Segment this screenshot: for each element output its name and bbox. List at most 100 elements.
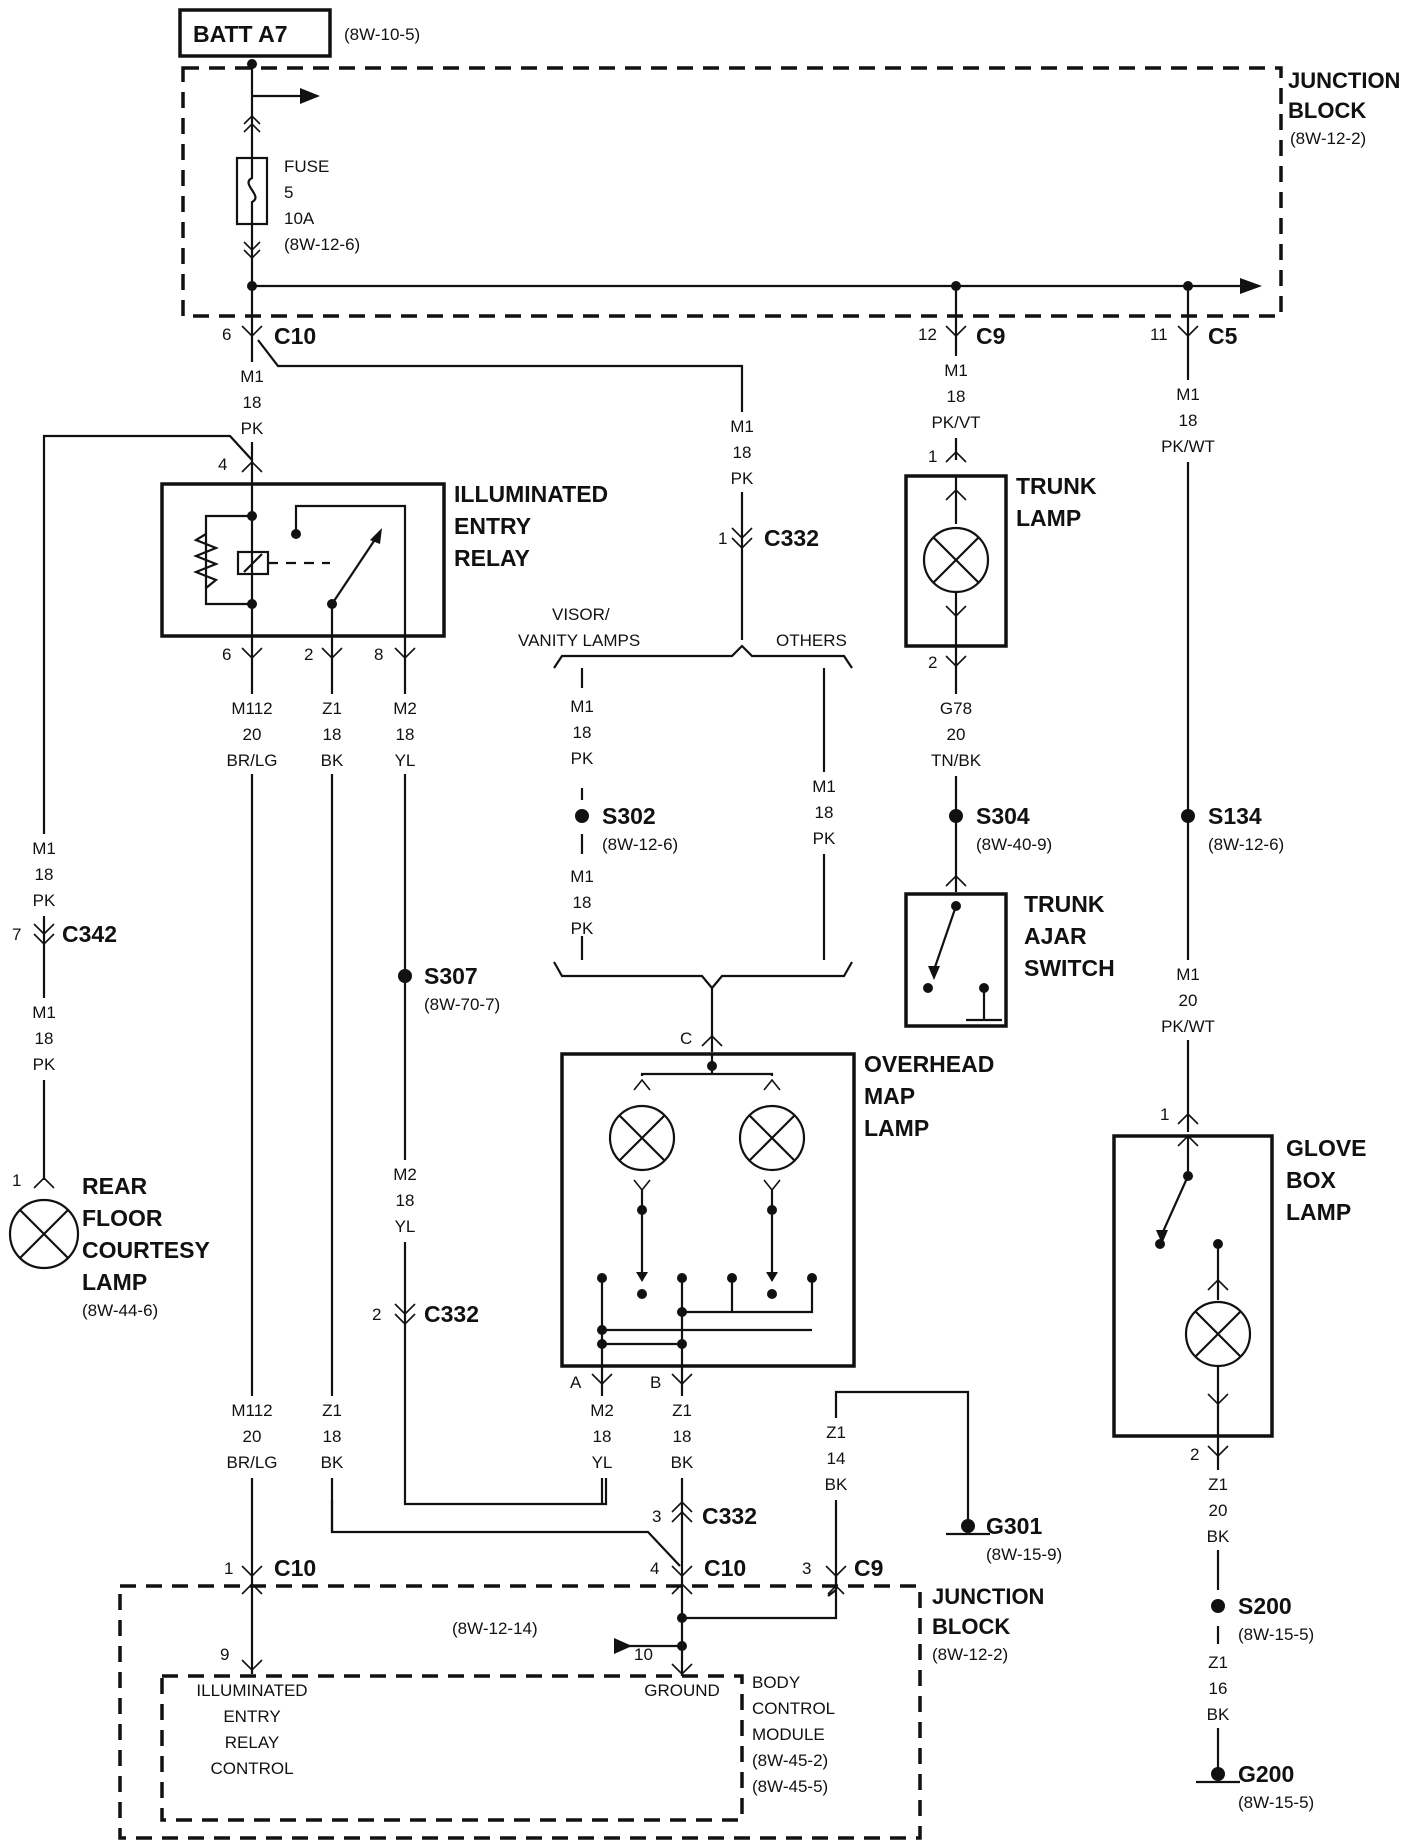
svg-text:(8W-70-7): (8W-70-7)	[424, 995, 500, 1014]
wire-label-m1-c332: M1 18 PK	[722, 412, 762, 492]
svg-text:Z1: Z1	[322, 1401, 342, 1420]
svg-text:18: 18	[396, 1191, 415, 1210]
trunk-ajar-switch: TRUNK AJAR SWITCH	[904, 874, 1115, 1028]
wire-label-z1-lower: Z1 18 BK	[312, 1396, 352, 1478]
svg-text:(8W-12-14): (8W-12-14)	[452, 1619, 538, 1638]
svg-text:RELAY: RELAY	[225, 1733, 280, 1752]
overhead-map-lamp: OVERHEAD MAP LAMP	[560, 1051, 994, 1368]
svg-text:1: 1	[12, 1171, 21, 1190]
wire-label-m1-visor: M1 18 PK	[570, 697, 594, 768]
svg-text:A: A	[570, 1373, 582, 1392]
svg-text:M2: M2	[393, 1165, 417, 1184]
svg-text:C5: C5	[1208, 323, 1238, 349]
svg-text:(8W-12-6): (8W-12-6)	[284, 235, 360, 254]
svg-text:M1: M1	[570, 867, 594, 886]
svg-text:BK: BK	[321, 751, 344, 770]
wire-label-m1-rear-2: M1 18 PK	[24, 998, 64, 1080]
svg-text:C332: C332	[764, 525, 819, 551]
svg-text:LAMP: LAMP	[1016, 505, 1081, 531]
svg-text:5: 5	[284, 183, 293, 202]
svg-text:18: 18	[815, 803, 834, 822]
svg-text:(8W-15-9): (8W-15-9)	[986, 1545, 1062, 1564]
svg-text:COURTESY: COURTESY	[82, 1237, 210, 1263]
wire-label-m1-trunk: M1 18 PK/VT	[924, 356, 988, 438]
svg-text:PK: PK	[813, 829, 836, 848]
svg-text:GROUND: GROUND	[644, 1681, 720, 1700]
svg-text:C332: C332	[424, 1301, 479, 1327]
svg-text:TRUNK: TRUNK	[1024, 891, 1105, 917]
svg-text:S307: S307	[424, 963, 478, 989]
svg-text:MAP: MAP	[864, 1083, 915, 1109]
wire-label-z1-overhead: Z1 18 BK	[662, 1396, 702, 1478]
ground-g301: G301 (8W-15-9)	[946, 1513, 1062, 1564]
svg-text:PK: PK	[241, 419, 264, 438]
svg-text:(8W-15-5): (8W-15-5)	[1238, 1625, 1314, 1644]
svg-text:M2: M2	[393, 699, 417, 718]
svg-text:OTHERS: OTHERS	[776, 631, 847, 650]
svg-text:M1: M1	[944, 361, 968, 380]
wire-label-z1-glove: Z1 20 BK	[1207, 1475, 1230, 1546]
svg-text:BOX: BOX	[1286, 1167, 1337, 1193]
connector-c332-pin2: 2 C332	[372, 1301, 479, 1327]
svg-text:(8W-40-9): (8W-40-9)	[976, 835, 1052, 854]
svg-text:BK: BK	[321, 1453, 344, 1472]
svg-text:YL: YL	[592, 1453, 613, 1472]
junction-block-top: JUNCTION BLOCK (8W-12-2)	[181, 66, 1400, 318]
wire-label-m2-overhead: M2 18 YL	[582, 1396, 622, 1478]
svg-text:FUSE: FUSE	[284, 157, 329, 176]
svg-text:C10: C10	[704, 1555, 746, 1581]
svg-text:ILLUMINATED: ILLUMINATED	[454, 481, 608, 507]
svg-text:SWITCH: SWITCH	[1024, 955, 1115, 981]
svg-text:9: 9	[220, 1645, 229, 1664]
svg-text:20: 20	[947, 725, 966, 744]
connector-c9-pin12: 12 C9	[918, 323, 1005, 349]
svg-text:18: 18	[396, 725, 415, 744]
svg-text:BK: BK	[671, 1453, 694, 1472]
svg-text:2: 2	[1190, 1445, 1199, 1464]
svg-text:S304: S304	[976, 803, 1030, 829]
svg-text:GLOVE: GLOVE	[1286, 1135, 1367, 1161]
splice-s134: S134 (8W-12-6)	[1181, 803, 1284, 854]
connector-c332-pin3: 3 C332	[652, 1500, 757, 1529]
svg-text:YL: YL	[395, 1217, 416, 1236]
svg-text:18: 18	[573, 723, 592, 742]
svg-text:(8W-15-5): (8W-15-5)	[1238, 1793, 1314, 1812]
svg-text:18: 18	[35, 865, 54, 884]
svg-text:16: 16	[1209, 1679, 1228, 1698]
svg-text:2: 2	[928, 653, 937, 672]
svg-text:S200: S200	[1238, 1593, 1292, 1619]
svg-text:18: 18	[593, 1427, 612, 1446]
svg-text:(8W-45-2): (8W-45-2)	[752, 1751, 828, 1770]
svg-text:18: 18	[243, 393, 262, 412]
svg-text:PK: PK	[731, 469, 754, 488]
wire-label-z1-g200: Z1 16 BK	[1207, 1653, 1230, 1724]
svg-text:10: 10	[634, 1645, 653, 1664]
svg-text:M1: M1	[1176, 385, 1200, 404]
svg-text:C: C	[680, 1029, 692, 1048]
svg-text:BODY: BODY	[752, 1673, 800, 1692]
splice-s307: S307 (8W-70-7)	[398, 963, 500, 1014]
connector-glove-pin2: 2	[1190, 1445, 1229, 1464]
svg-text:M2: M2	[590, 1401, 614, 1420]
svg-text:1: 1	[928, 447, 937, 466]
svg-text:12: 12	[918, 325, 937, 344]
svg-text:(8W-10-5): (8W-10-5)	[344, 25, 420, 44]
svg-text:JUNCTION: JUNCTION	[932, 1584, 1044, 1609]
glove-box-lamp: 1 GLOVE BOX LAMP	[1112, 1105, 1367, 1438]
branch-labels: VISOR/ VANITY LAMPS OTHERS	[518, 605, 847, 650]
svg-text:BK: BK	[1207, 1705, 1230, 1724]
splice-s302: S302 (8W-12-6)	[575, 803, 678, 854]
svg-text:S134: S134	[1208, 803, 1262, 829]
svg-text:TRUNK: TRUNK	[1016, 473, 1097, 499]
connector-c10-pin1: 1 C10	[224, 1555, 316, 1581]
svg-text:14: 14	[827, 1449, 846, 1468]
svg-text:PK: PK	[571, 919, 594, 938]
svg-text:Z1: Z1	[672, 1401, 692, 1420]
svg-text:PK: PK	[33, 891, 56, 910]
svg-text:ENTRY: ENTRY	[223, 1707, 280, 1726]
wire-label-m1-rear-1: M1 18 PK	[24, 834, 64, 916]
svg-text:G78: G78	[940, 699, 972, 718]
connector-trunk-pin2: 2	[928, 653, 967, 672]
svg-text:AJAR: AJAR	[1024, 923, 1087, 949]
svg-text:Z1: Z1	[322, 699, 342, 718]
